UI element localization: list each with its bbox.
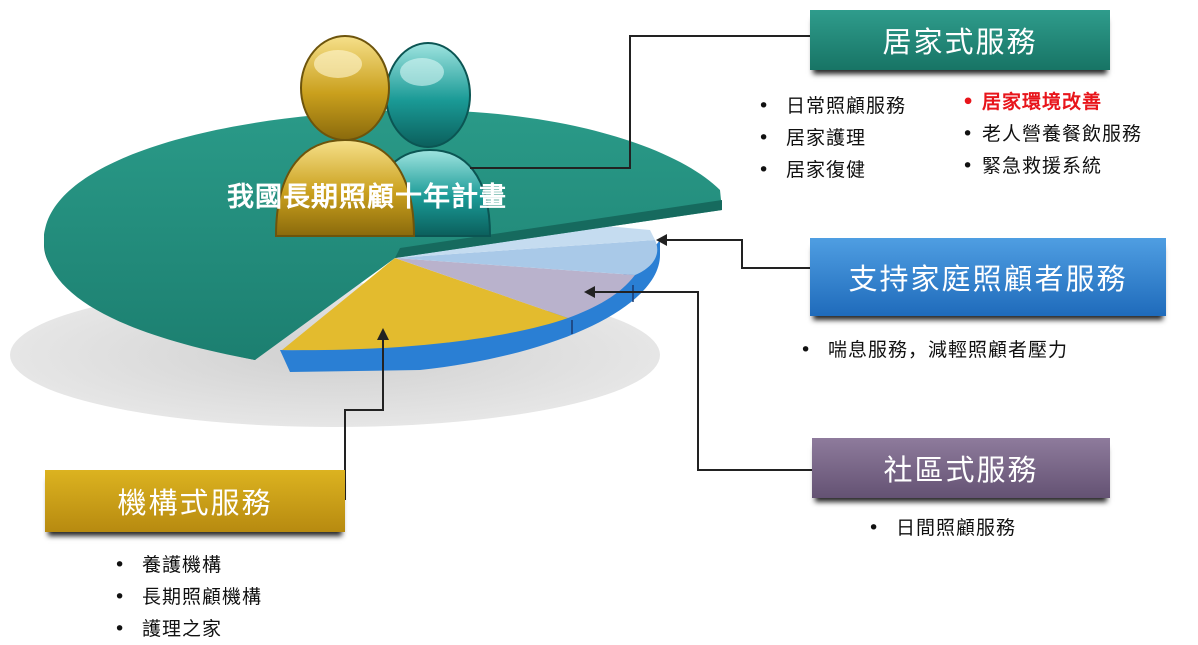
connector-institution [344,335,384,500]
list-item: •老人營養餐飲服務 [962,123,1143,145]
home-service-title: 居家式服務 [882,25,1038,59]
community-service-list: •日間照顧服務 [868,512,1016,544]
institution-service-title: 機構式服務 [117,486,273,520]
institution-service-box: 機構式服務 [45,470,345,532]
list-item: •緊急救援系統 [962,155,1103,177]
list-item: •護理之家 [114,618,223,640]
arrowhead-institution [377,328,389,340]
home-service-list-right: •居家環境改善 •老人營養餐飲服務 •緊急救援系統 [962,86,1142,182]
list-item: •喘息服務，減輕照顧者壓力 [800,339,1069,361]
institution-service-list: •養護機構 •長期照顧機構 •護理之家 [114,549,262,645]
slice-institution [282,258,568,351]
home-service-list-left: •日常照顧服務 •居家護理 •居家復健 [758,90,906,186]
list-item: •日間照顧服務 [868,517,1017,539]
family-support-title: 支持家庭照顧者服務 [848,262,1128,296]
list-item-highlighted: •居家環境改善 [962,91,1103,113]
family-support-list: •喘息服務，減輕照顧者壓力 [800,334,1068,366]
slice-home-service-edge [395,200,722,258]
center-title: 我國長期照顧十年計畫 [227,181,507,213]
connector-family [660,239,812,269]
slice-community [395,258,635,318]
list-item: •居家復健 [758,159,867,181]
community-service-title: 社區式服務 [883,453,1039,487]
family-support-box: 支持家庭照顧者服務 [810,238,1166,316]
list-item: •日常照顧服務 [758,95,907,117]
community-service-box: 社區式服務 [812,438,1110,498]
list-item: •長期照顧機構 [114,586,263,608]
home-service-box: 居家式服務 [810,10,1110,70]
arrowhead-community [584,286,595,298]
people-icon [274,35,492,237]
list-item: •養護機構 [114,554,223,576]
list-item: •居家護理 [758,127,867,149]
arrowhead-family [656,234,667,246]
slice-family-support [395,240,658,275]
connector-home [470,35,810,169]
connector-community [588,291,812,471]
